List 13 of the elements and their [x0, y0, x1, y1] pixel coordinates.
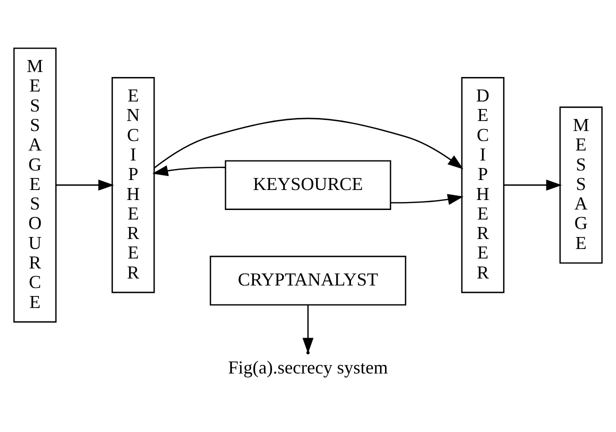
arrow [154, 118, 464, 170]
arrow [504, 180, 562, 191]
arrow [390, 194, 464, 205]
arrow [302, 305, 314, 354]
node-box: CRYPTANALYST [210, 256, 406, 306]
arrow [152, 165, 226, 176]
node-box: DECIPHERER [461, 77, 504, 294]
arrow [56, 180, 114, 191]
node-box: MESSAGESOURCE [13, 48, 57, 323]
node-box: ENCIPHERER [112, 77, 155, 294]
caption: Fig(a).secrecy system [228, 358, 388, 378]
node-box: KEYSOURCE [224, 160, 392, 210]
node-box: MESSAGE [559, 106, 603, 264]
